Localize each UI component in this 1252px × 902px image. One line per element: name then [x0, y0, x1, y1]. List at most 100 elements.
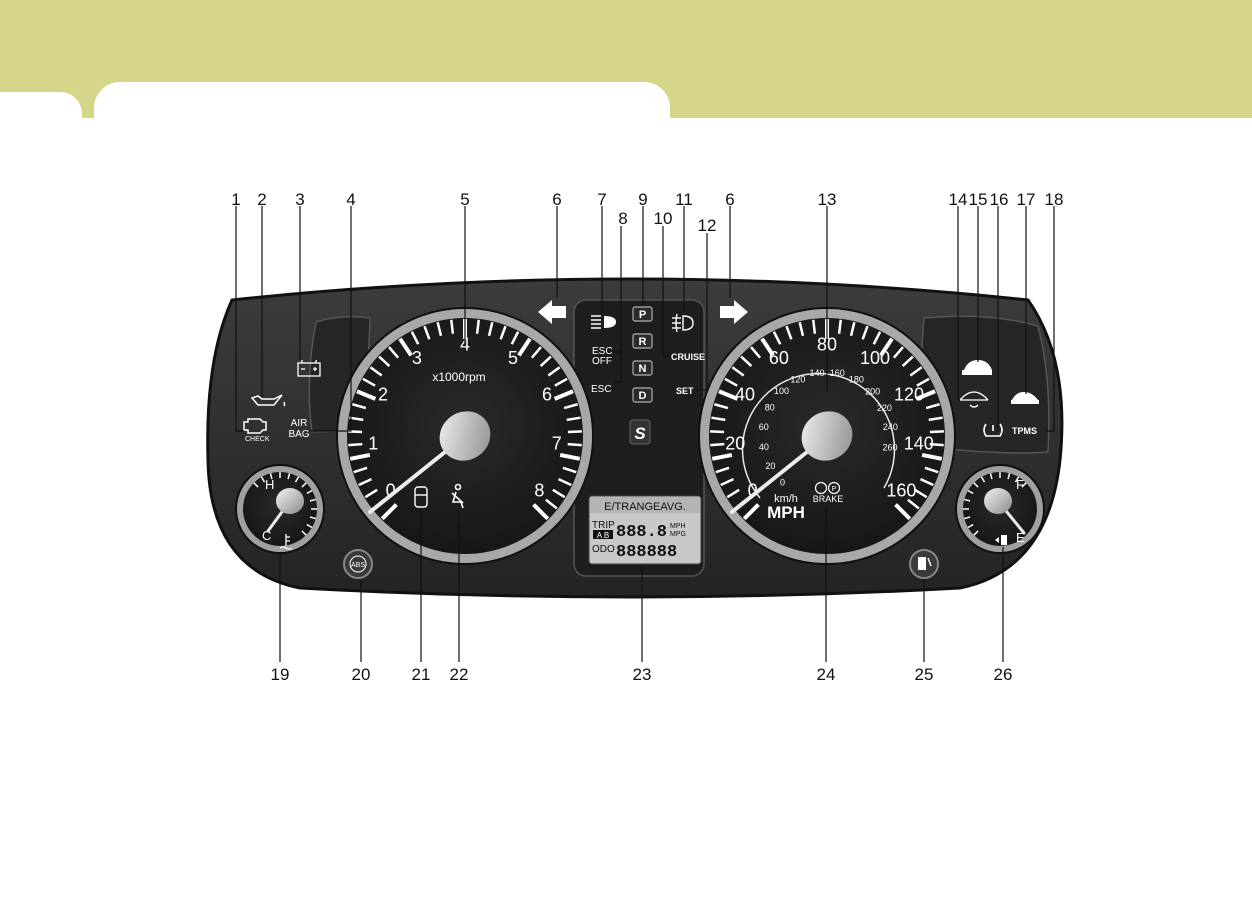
gauge-tick: [798, 321, 805, 337]
gauge-tick: [710, 430, 725, 434]
gauge-tick: [567, 430, 582, 434]
gauge-tick: [710, 442, 725, 447]
gauge-tick: [545, 498, 558, 510]
gauge-tick: [920, 477, 934, 487]
gauge-tick: [450, 319, 455, 334]
callout-14: 14: [949, 190, 968, 209]
gauge-tick: [921, 452, 943, 461]
tachometer-label-7: 7: [552, 434, 562, 454]
gauge-tick: [812, 319, 817, 334]
gauge-tick: [558, 477, 572, 487]
tachometer-label-2: 2: [378, 385, 388, 405]
callout-24: 24: [817, 665, 836, 684]
airbag-label-line2: BAG: [288, 429, 309, 440]
gauge-tick: [436, 321, 443, 337]
gauge-tick: [510, 331, 520, 345]
gear-box-D: [632, 387, 653, 403]
sport-mode-indicator: S: [629, 419, 651, 445]
gauge-tick: [475, 319, 480, 334]
callout-18: 18: [1045, 190, 1064, 209]
tachometer-unit: x1000rpm: [432, 370, 485, 384]
gauge-tick: [517, 337, 532, 357]
gauge-tick: [294, 476, 300, 483]
temp-hub: [276, 488, 304, 514]
callout-8: 8: [618, 209, 627, 228]
callout-6-right: 6: [725, 190, 734, 209]
gauge-tick: [849, 321, 856, 337]
mph-label-40: 40: [735, 385, 755, 405]
temp-hot-label: H: [265, 477, 274, 492]
gauge-tick: [349, 452, 371, 461]
lcd-mph: MPH: [670, 523, 686, 530]
abs-label: ABS: [351, 562, 365, 569]
gauge-tick: [967, 489, 974, 495]
gauge-tick: [348, 442, 363, 447]
callout-3: 3: [295, 190, 304, 209]
gauge-tick: [929, 430, 944, 434]
gauge-tick: [559, 452, 581, 461]
header-tab: [94, 82, 670, 132]
gauge-tick: [973, 482, 979, 488]
airbag-label-line1: AIR: [291, 418, 308, 429]
speedometer-ticks: [710, 319, 944, 521]
low-fuel-warning-icon: [909, 549, 939, 579]
kmh-label-80: 80: [765, 403, 775, 413]
gauge-tick: [916, 377, 930, 387]
gauge-tick: [260, 476, 266, 483]
low-tire-pressure-icon: [983, 423, 1003, 437]
leader-lines: [235, 206, 1055, 662]
gauge-tick: [726, 488, 740, 499]
fuel-empty-label: E: [1016, 530, 1025, 545]
gauge-tick: [785, 325, 793, 340]
gauge-tick: [309, 498, 316, 502]
callout-numbers: 1 2 3 4 5 6 7 8 9 10 11 6 12 13 14 15 16…: [231, 190, 1063, 684]
gauge-tick: [306, 489, 313, 495]
gauge-tick: [530, 346, 542, 359]
gauge-tick: [499, 325, 507, 340]
esc-label: ESC: [591, 384, 612, 395]
speedometer-mph-unit: MPH: [767, 503, 805, 522]
kmh-label-120: 120: [790, 374, 805, 384]
callout-2: 2: [257, 190, 266, 209]
gauge-tick: [1014, 476, 1020, 483]
callout-25: 25: [915, 665, 934, 684]
fuel-full-label: F: [1016, 477, 1024, 492]
kmh-label-180: 180: [849, 374, 864, 384]
gauge-tick: [358, 477, 372, 487]
gauge-tick: [306, 523, 313, 529]
gauge-tick: [742, 503, 760, 521]
kmh-label-160: 160: [830, 368, 845, 378]
mph-label-160: 160: [886, 481, 916, 501]
gauge-tick: [711, 416, 726, 422]
lcd-trip-computer: E/TRANGEAVG. TRIP A B 888.8 MPH MPG ODO …: [588, 495, 702, 565]
gauge-tick: [380, 503, 398, 521]
cruise-label: CRUISE: [671, 352, 705, 362]
speedometer-kmh-unit: km/h: [774, 493, 798, 505]
gauge-tick: [901, 355, 914, 368]
gauge-tick: [553, 389, 574, 401]
gauge-tick: [724, 377, 738, 387]
gear-box-R: [632, 333, 653, 349]
callout-17: 17: [1017, 190, 1036, 209]
gauge-tick: [772, 331, 782, 345]
gear-box-N: [632, 360, 653, 376]
mph-label-140: 140: [904, 434, 934, 454]
gauge-tick: [349, 416, 364, 422]
kmh-label-240: 240: [883, 422, 898, 432]
callout-7: 7: [597, 190, 606, 209]
gauge-tick: [423, 325, 431, 340]
gauge-tick: [964, 516, 971, 520]
mph-label-60: 60: [769, 348, 789, 368]
kmh-label-140: 140: [810, 368, 825, 378]
gauge-tick: [532, 503, 550, 521]
callout-10: 10: [654, 209, 673, 228]
gauge-tick: [861, 325, 869, 340]
brake-warning-icon: P BRAKE: [813, 481, 843, 504]
tachometer-label-5: 5: [508, 348, 518, 368]
gauge-tick: [554, 377, 568, 387]
gear-label-D: D: [639, 390, 647, 402]
speedometer-hub: [801, 411, 853, 461]
esc-off-label-line2: OFF: [592, 356, 612, 367]
